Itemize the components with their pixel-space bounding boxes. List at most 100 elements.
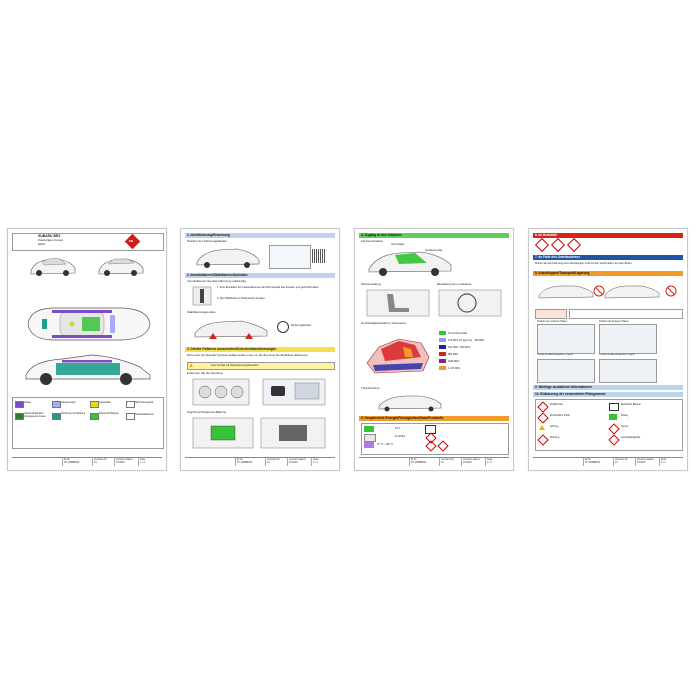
footer-label: Versions-Nr. [441,458,455,461]
energy-row-0: 12 V [395,427,401,430]
vehicle-year: 2023- [38,242,46,246]
car-front-view-icon [30,258,76,276]
footer-label: ID Nr. [64,458,71,461]
sub-steering-adjust: Einstellung der Lenksäule [437,282,472,286]
legend-label: Niedervolt Batterie [99,412,119,415]
pictogram-table [535,399,683,451]
towing-warning-box [535,309,567,319]
car-stabilisation-diagram [194,320,268,339]
sub-windows: Fensterscheiben [361,239,384,243]
legend-label: Gurtstraffer [99,401,112,404]
footer-label: ID Nr. [237,458,244,461]
section-identification: 1. Identifizierung/Erkennung [185,233,335,238]
footer-label: Seite [313,458,319,461]
section-occupant-access: 4. Zugang zu den Insassen [359,233,509,238]
legend-swatch [52,413,61,420]
legend-label: Airbag [24,401,31,404]
rescue-sheet-page-3: 4. Zugang zu den Insassen Fensterscheibe… [354,228,514,471]
note-hook-type-a: Position der Abschlepphaken (Typ A) [537,354,573,356]
fire-icon [534,237,550,253]
footer-label: Versions-Nr. [267,458,281,461]
warning-text: Kein Kontakt mit Hochspannungsbauteilen! [211,363,259,367]
sub-door-hinges: Türscharniere [361,386,380,390]
footer-label: Versions-Nr. [94,458,108,461]
battery-12v-swatch [364,426,374,432]
steel-label-5: 1 470 MPa [448,366,461,370]
legend-label: Gasdruckdämpfer / Vorgespannte Feder [24,412,46,418]
note-brake: 1. Zum Einstellen der Feststellbremse de… [217,286,320,289]
hook-type-a-photo [537,359,595,383]
car-rear-view-icon [98,258,144,276]
language-badge-label: EN [129,238,134,243]
picto-label: Warnung [550,437,560,439]
gear-lever-icon [192,286,212,306]
footer-value: 01 [441,461,444,464]
picto-label: Entflammbar [550,404,564,406]
footer-value: 07/2022 [116,461,125,464]
footer-value: 01 [267,461,270,464]
warning-banner [187,362,335,370]
front-hook-photo [537,324,595,354]
water-icon [550,237,566,253]
submersion-note: Ziehen Sie das Fahrzeug beim Abschleppen… [535,262,633,265]
footer-label: Seite [661,458,667,461]
battery-location-diagram [192,417,326,449]
wheel-chock-icon [277,321,289,333]
legend-label: Gasgenerator [61,401,76,404]
footer-value: 07/2022 [463,461,472,464]
section-direct-hazards: 3. Direkte Gefahren ausschalten/Sicherhe… [185,347,335,352]
rescue-sheet-page-1: SUBARU BRZ Zweitüriges Coupé 2023- EN Ai… [7,228,167,471]
page-footer: ID Nr.JP-11MBB002 Versions-Nr.01 Version… [12,457,162,466]
legend-swatch [126,401,135,408]
rear-hook-photo [599,324,657,354]
steel-label-1: 270 MPa (27 kg/mm²) - 780 MPa [448,338,485,342]
section-pictograms: 10. Erläuterung der verwendeten Piktogra… [533,392,683,397]
note-park: 2. Den Wählhebel in Parkposition bringen… [217,297,266,300]
glass-label-tempered: Gehärtetes Glas [425,249,443,252]
footer-value: 01 [615,461,618,464]
legend-swatch [52,401,61,408]
footer-label: Versions-Nr. [615,458,629,461]
picto-label: Elektrische Batterie [621,404,641,406]
footer-label: Versions-Datum [463,458,481,461]
sub-battery-access: Zugriff auf Niedervolt-Batterie [187,410,227,414]
section-submersion: 7. Im Falle des Untertauchens [533,255,683,260]
steel-swatch-1 [439,338,446,342]
fire-extinguisher-icons [534,237,677,253]
glass-label-laminated: Verbundglas [391,243,405,246]
footer-value: 01 [94,461,97,464]
sub-immobilise: Immobilisieren Sie das Fahrzeug vollstän… [187,279,246,283]
picto-label: Gesundheitsgefahr [621,437,641,439]
legend-label: Tankeinfüllstutzen [135,413,155,416]
legend-swatch [90,413,99,420]
footer-label: Versions-Datum [116,458,134,461]
sub-stabilisation: Stabilisierungspunkte [187,310,216,314]
steel-swatch-5 [439,366,446,370]
legend-swatch [90,401,99,408]
footer-value: JP-11MBB002 [585,461,601,464]
airbag-icon [609,414,617,420]
picto-label: Airbag [621,415,628,417]
section-stored-energy: 5. Gespeicherte Energie/Flüssigkeiten/Ga… [359,416,509,421]
steel-label-0: Konventionsstahl [448,331,468,335]
car-side-view-diagram [25,354,151,385]
coolant-swatch [364,442,374,448]
ac-swatch [364,434,376,442]
hook-type-b-photo [599,359,657,383]
warning-triangle-icon [189,363,193,367]
remote-key-icon [262,378,326,406]
energy-row-1: R-1234yf [395,435,406,438]
battery-icon [609,403,619,411]
sub-systems-before-battery: Wenn einer der folgenden Systeme betätig… [187,354,309,357]
footer-value: JP-11MBB002 [237,461,253,464]
steel-label-4: 1180 MPa [448,359,460,363]
legend-swatch [15,413,24,420]
sub-hss-body: Hochfestigkeitsstahl in Karosserie [361,321,407,325]
energy-row-2: 97 °C - 106 °C [377,443,394,446]
note-hook-type-b: Position der Abschlepphaken (Typ B) [599,354,635,356]
rescue-sheet-page-4: 6. Im Brandfall 7. Im Falle des Untertau… [528,228,688,471]
sub-plate-position: Position der Fahrzeugplakette [187,239,227,243]
footer-value: JP-11MBB002 [411,461,427,464]
seat-adjust-icon [366,289,430,317]
steering-adjust-icon [438,289,502,317]
